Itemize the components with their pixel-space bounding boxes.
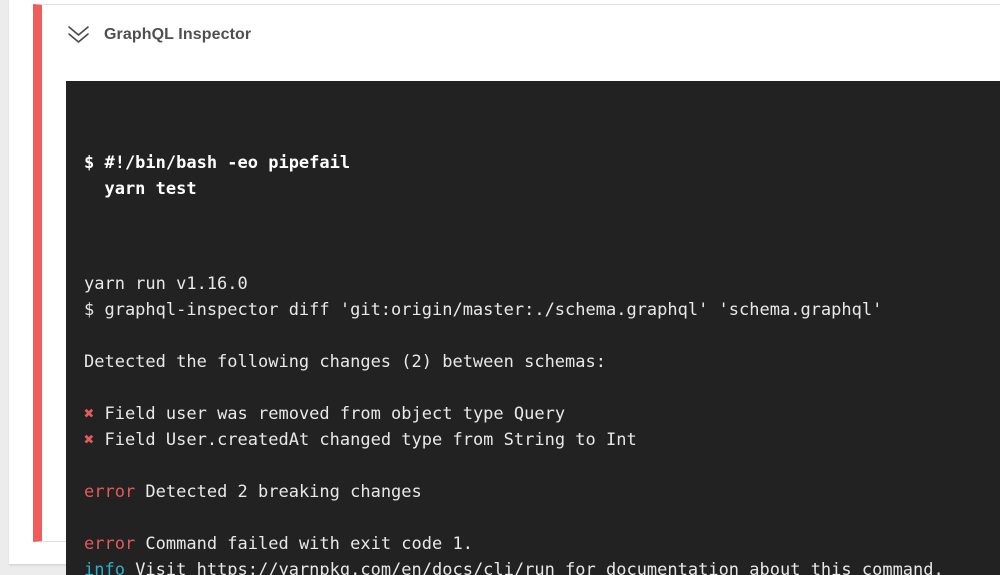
terminal-output-block: yarn run v1.16.0 $ graphql-inspector diff… — [84, 271, 982, 575]
terminal-line — [84, 505, 982, 531]
terminal-line: yarn test — [84, 179, 197, 199]
terminal-line: ✖ Field User.createdAt changed type from… — [84, 430, 637, 450]
failed-step: GraphQL Inspector $ #!/bin/bash -eo pipe… — [33, 4, 1000, 575]
build-steps-card: GraphQL Inspector $ #!/bin/bash -eo pipe… — [9, 0, 1000, 575]
double-chevron-collapse-icon[interactable] — [66, 24, 91, 46]
terminal-line — [84, 323, 982, 349]
terminal-line: ✖ Field user was removed from object typ… — [84, 404, 566, 424]
terminal-output: $ #!/bin/bash -eo pipefail yarn test yar… — [66, 81, 1000, 575]
terminal-line: $ #!/bin/bash -eo pipefail — [84, 153, 351, 173]
terminal-line: yarn run v1.16.0 — [84, 274, 248, 294]
terminal-line: $ graphql-inspector diff 'git:origin/mas… — [84, 300, 883, 320]
terminal-line — [84, 375, 982, 401]
terminal-line: error Detected 2 breaking changes — [84, 482, 422, 502]
step-header[interactable]: GraphQL Inspector — [42, 5, 1000, 81]
terminal-line: error Command failed with exit code 1. — [84, 534, 473, 554]
terminal-line — [84, 453, 982, 479]
terminal-line: Detected the following changes (2) betwe… — [84, 352, 606, 372]
terminal-command-block: $ #!/bin/bash -eo pipefail yarn test — [84, 150, 982, 202]
step-title: GraphQL Inspector — [104, 26, 252, 43]
terminal-line: info Visit https://yarnpkg.com/en/docs/c… — [84, 560, 944, 575]
